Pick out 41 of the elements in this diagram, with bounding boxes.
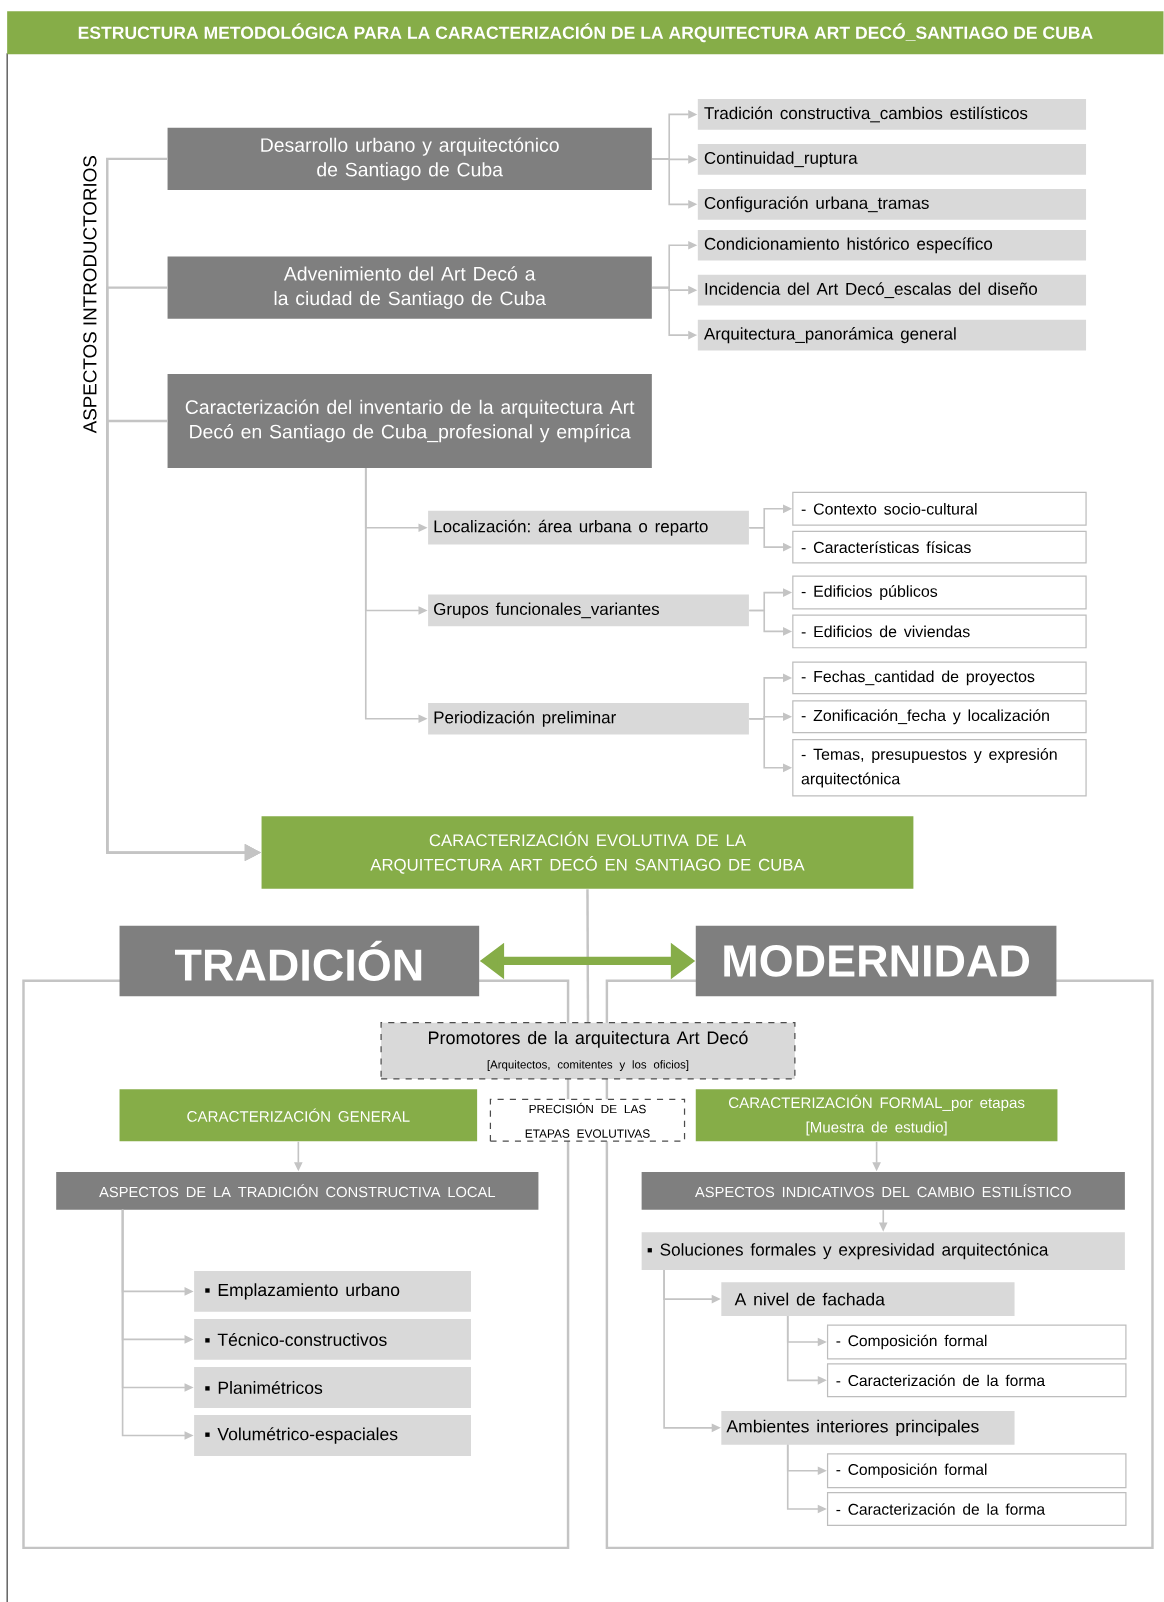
- subitem-box: - Temas, presupuestos y expresión arquitectónica: [792, 739, 1087, 797]
- item-box: Configuración urbana_tramas: [698, 189, 1087, 220]
- vertical-label: ASPECTOS INTRODUCTORIOS: [83, 156, 97, 434]
- subitem-box: - Contexto socio-cultural: [792, 491, 1087, 526]
- item-box: ▪ Volumétrico-espaciales: [194, 1415, 472, 1456]
- highlight-box: CARACTERIZACIÓN GENERAL: [119, 1089, 478, 1142]
- item-box: Arquitectura_panorámica general: [698, 319, 1087, 351]
- heading-box: Caracterización del inventario de la arquitectura Art Decó en Santiago de Cuba_profesional y empírica: [167, 373, 652, 468]
- item-box: ▪ Soluciones formales y expresividad arquitectónica: [641, 1232, 1126, 1270]
- subitem-box: - Edificios de viviendas: [792, 614, 1087, 649]
- item-box: Tradición constructiva_cambios estilísticos: [698, 99, 1087, 130]
- subitem-box: - Fechas_cantidad de proyectos: [792, 661, 1087, 695]
- heading-box: Advenimiento del Art Decó a la ciudad de Santiago de Cuba: [167, 256, 652, 319]
- item-box: ▪ Planimétricos: [194, 1367, 472, 1408]
- subitem-box: - Caracterización de la forma: [827, 1363, 1127, 1398]
- subitem-box: - Edificios públicos: [792, 575, 1087, 610]
- title-banner: ESTRUCTURA METODOLÓGICA PARA LA CARACTERIZACIÓN DE LA ARQUITECTURA ART DECÓ_SANTIAGO DE CUBA: [7, 11, 1164, 55]
- category-box: TRADICIÓN: [119, 925, 480, 997]
- item-box: Periodización preliminar: [428, 702, 750, 735]
- category-box: MODERNIDAD: [695, 925, 1057, 997]
- subitem-box: - Caracterización de la forma: [827, 1492, 1127, 1526]
- heading-box: ASPECTOS INDICATIVOS DEL CAMBIO ESTILÍSTICO: [641, 1171, 1126, 1210]
- heading-box: Desarrollo urbano y arquitectónico de Santiago de Cuba: [167, 127, 652, 191]
- subitem-box: - Zonificación_fecha y localización: [792, 700, 1087, 734]
- heading-box: ASPECTOS DE LA TRADICIÓN CONSTRUCTIVA LOCAL: [56, 1171, 539, 1210]
- item-box: ▪ Técnico-constructivos: [194, 1319, 472, 1360]
- item-box: A nivel de fachada: [721, 1282, 1015, 1316]
- item-box: Grupos funcionales_variantes: [428, 594, 750, 627]
- item-box: Continuidad_ruptura: [698, 144, 1087, 175]
- item-box: Localización: área urbana o reparto: [428, 510, 750, 545]
- dashed-box: PRECISIÓN DE LAS ETAPAS EVOLUTIVAS: [489, 1098, 686, 1142]
- highlight-box: CARACTERIZACIÓN EVOLUTIVA DE LA ARQUITECTURA ART DECÓ EN SANTIAGO DE CUBA: [261, 816, 914, 889]
- highlight-box: CARACTERIZACIÓN FORMAL_por etapas [Muestra de estudio]: [695, 1089, 1058, 1142]
- item-box: Incidencia del Art Decó_escalas del diseño: [698, 274, 1087, 306]
- subitem-box: - Características físicas: [792, 530, 1087, 564]
- item-box: ▪ Emplazamiento urbano: [194, 1271, 472, 1312]
- subitem-box: - Composición formal: [827, 1324, 1127, 1360]
- dashed-box: Promotores de la arquitectura Art Decó [Arquitectos, comitentes y los oficios]: [380, 1022, 796, 1080]
- subitem-box: - Composición formal: [827, 1453, 1127, 1489]
- item-box: Condicionamiento histórico específico: [698, 229, 1087, 261]
- item-box: Ambientes interiores principales: [721, 1410, 1015, 1445]
